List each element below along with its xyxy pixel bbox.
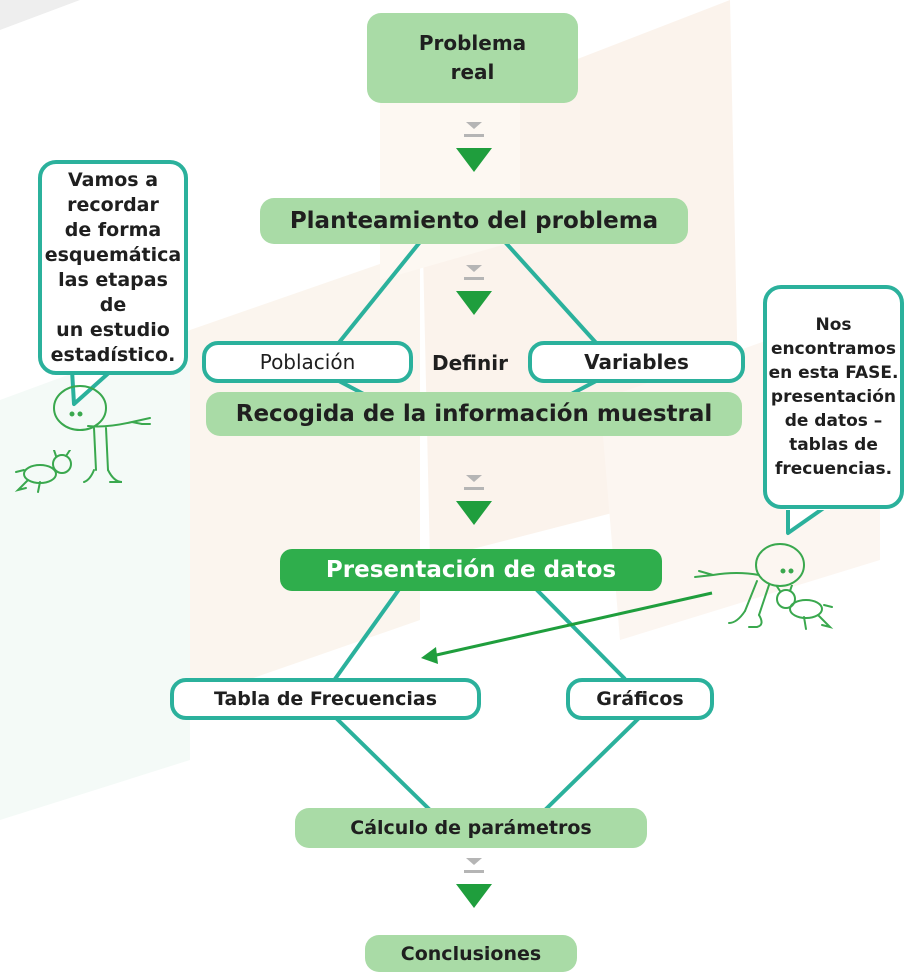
small-dog-icon <box>775 585 834 630</box>
speech-bubble-right: Nos encontramos en esta FASE. presentaci… <box>763 285 904 509</box>
box-tabla-frecuencias: Tabla de Frecuencias <box>170 678 481 720</box>
box-problema-real: Problema real <box>367 13 578 103</box>
speech-bubble-left: Vamos a recordar de forma esquemática la… <box>38 160 188 375</box>
box-calculo-parametros: Cálculo de parámetros <box>295 808 647 848</box>
box-graficos: Gráficos <box>566 678 714 720</box>
box-planteamiento: Planteamiento del problema <box>260 198 688 244</box>
double-down-arrow-icon <box>456 265 492 315</box>
double-down-arrow-icon <box>456 858 492 908</box>
stick-figure-pointing-icon <box>694 543 805 628</box>
box-variables: Variables <box>528 341 745 383</box>
double-down-arrow-icon <box>456 122 492 172</box>
stick-figure-pointing-icon <box>53 385 151 483</box>
pointer-arrow <box>421 591 713 664</box>
double-down-arrow-icon <box>456 475 492 525</box>
box-conclusiones: Conclusiones <box>365 935 577 972</box>
label-definir: Definir <box>432 351 508 375</box>
small-dog-icon <box>14 450 72 493</box>
box-presentacion: Presentación de datos <box>280 549 662 591</box>
box-recogida: Recogida de la información muestral <box>206 392 742 436</box>
box-poblacion: Población <box>202 341 413 383</box>
